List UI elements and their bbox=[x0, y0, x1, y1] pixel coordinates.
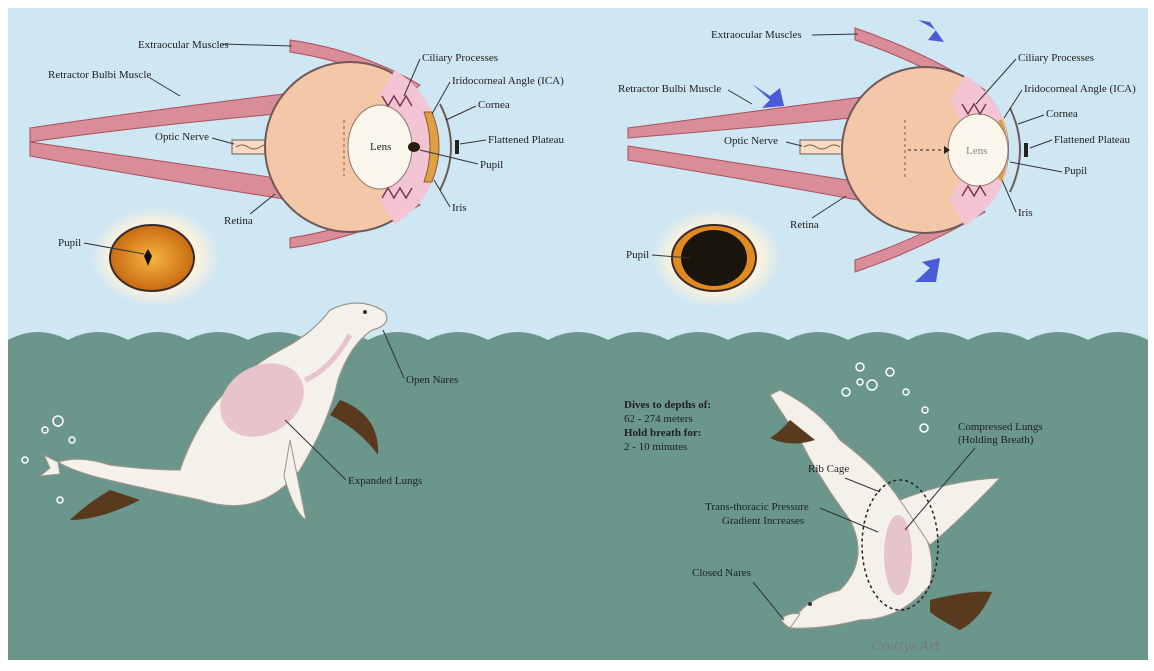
label-optic-nerve: Optic Nerve bbox=[155, 131, 209, 143]
left-pupil-section bbox=[408, 142, 420, 152]
r-label-ica: Iridocorneal Angle (ICA) bbox=[1024, 83, 1136, 95]
label-retractor-bulbi: Retractor Bulbi Muscle bbox=[48, 69, 151, 81]
breath-hold-heading: Hold breath for: bbox=[624, 427, 701, 439]
label-compressed-lungs-1: Compressed Lungs bbox=[958, 421, 1043, 433]
artist-signature: Crettys Art bbox=[872, 639, 940, 653]
label-ica: Iridocorneal Angle (ICA) bbox=[452, 75, 564, 87]
r-label-ciliary-processes: Ciliary Processes bbox=[1018, 52, 1094, 64]
label-compressed-lungs-2: (Holding Breath) bbox=[958, 434, 1034, 446]
label-closed-nares: Closed Nares bbox=[692, 567, 751, 579]
r-label-retractor-bulbi: Retractor Bulbi Muscle bbox=[618, 83, 721, 95]
r-label-lens: Lens bbox=[966, 145, 987, 157]
label-iris: Iris bbox=[452, 202, 467, 214]
label-flattened-plateau: Flattened Plateau bbox=[488, 134, 565, 146]
r-label-extraocular-muscles: Extraocular Muscles bbox=[711, 29, 802, 41]
label-lens: Lens bbox=[370, 141, 391, 153]
r-label-optic-nerve: Optic Nerve bbox=[724, 135, 778, 147]
r-label-iris: Iris bbox=[1018, 207, 1033, 219]
r-label-cornea: Cornea bbox=[1046, 108, 1078, 120]
right-external-pupil-label: Pupil bbox=[626, 249, 649, 261]
breath-hold-value: 2 - 10 minutes bbox=[624, 441, 687, 453]
label-open-nares: Open Nares bbox=[406, 374, 458, 386]
dive-depth-value: 62 - 274 meters bbox=[624, 413, 693, 425]
right-dilated-pupil bbox=[681, 230, 747, 286]
r-label-retina: Retina bbox=[790, 219, 819, 231]
label-ciliary-processes: Ciliary Processes bbox=[422, 52, 498, 64]
dive-depth-heading: Dives to depths of: bbox=[624, 399, 711, 411]
label-pressure-1: Trans-thoracic Pressure bbox=[705, 501, 809, 513]
r-label-flattened-plateau: Flattened Plateau bbox=[1054, 134, 1131, 146]
label-cornea: Cornea bbox=[478, 99, 510, 111]
left-external-pupil-label: Pupil bbox=[58, 237, 81, 249]
label-retina: Retina bbox=[224, 215, 253, 227]
label-extraocular-muscles: Extraocular Muscles bbox=[138, 39, 229, 51]
label-expanded-lungs: Expanded Lungs bbox=[348, 475, 422, 487]
label-rib-cage: Rib Cage bbox=[808, 463, 849, 475]
right-optic-nerve bbox=[800, 140, 848, 154]
r-label-pupil: Pupil bbox=[1064, 165, 1087, 177]
left-flattened-plateau bbox=[455, 140, 459, 154]
right-flattened-plateau bbox=[1024, 143, 1028, 157]
label-pupil: Pupil bbox=[480, 159, 503, 171]
label-pressure-2: Gradient Increases bbox=[722, 515, 804, 527]
